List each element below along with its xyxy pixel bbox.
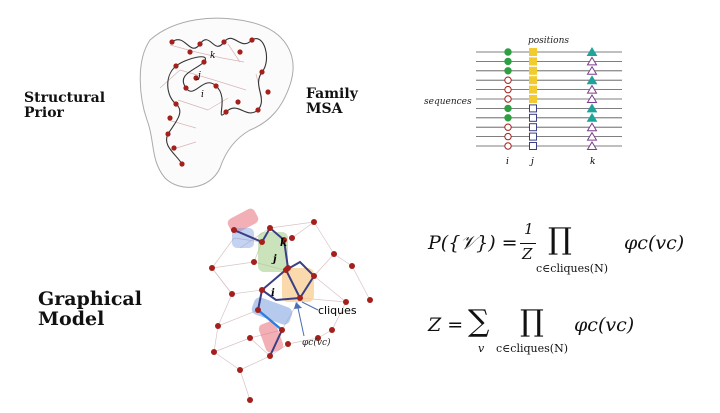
eq2-product: ∏	[520, 304, 544, 339]
msa-j-label: j	[529, 157, 534, 167]
eq2-sum: ∑	[468, 304, 490, 339]
msa-square-symbol	[529, 66, 537, 75]
msa-triangle-symbol	[586, 75, 598, 85]
graph-j-label: j	[271, 254, 277, 265]
eq1-rhs: φc(vc)	[624, 232, 685, 254]
msa-triangle-symbol	[586, 56, 598, 66]
msa-circle-symbol	[504, 48, 512, 56]
cliques-label: cliques	[318, 304, 357, 317]
msa-circle-symbol	[504, 142, 512, 150]
eq1-numerator: 1	[524, 220, 534, 238]
graph-residues	[209, 219, 373, 403]
structural-prior-line2: Prior	[24, 104, 64, 121]
msa-square-symbol	[529, 85, 537, 94]
msa-square-symbol	[529, 142, 537, 150]
graphical-model-label: Graphical Model	[38, 288, 142, 330]
clique-green	[258, 232, 288, 272]
equation-1: P({𝒱}) = 1 Z ∏ c∈cliques(N) φc(vc)	[424, 218, 714, 278]
msa-triangle-symbol	[586, 47, 598, 56]
msa-k-label: k	[590, 157, 595, 167]
positions-label: positions	[528, 36, 570, 46]
msa-square-symbol	[529, 95, 537, 103]
msa-triangle-symbol	[586, 122, 598, 132]
msa-circle-symbol	[504, 95, 512, 103]
family-msa-line1: Family	[306, 86, 358, 102]
phi-label: φc(vc)	[302, 337, 331, 348]
clique-red-bottom	[258, 321, 284, 353]
msa-circle-symbol	[504, 85, 512, 94]
family-msa-line2: MSA	[306, 100, 343, 117]
msa-square-symbol	[529, 104, 537, 113]
eq1-fraction-bar	[520, 243, 536, 244]
equation-2: Z = ∑ v ∏ c∈cliques(N) φc(vc)	[424, 300, 714, 360]
msa-triangle-symbol	[586, 65, 598, 75]
msa-square-symbol	[529, 48, 537, 56]
prior-residues	[165, 37, 271, 167]
msa-triangle-symbol	[586, 94, 598, 103]
msa-circle-symbol	[504, 67, 512, 75]
msa-circle-symbol	[504, 114, 512, 122]
clique-blue-top	[232, 228, 254, 248]
msa-triangle-symbol	[586, 112, 598, 122]
msa-square-symbol	[529, 57, 537, 66]
msa-triangle-symbol	[586, 84, 598, 94]
prior-i-label: i	[201, 90, 204, 100]
eq1-denominator: Z	[522, 245, 533, 263]
msa-square-symbol	[529, 76, 537, 85]
graphical-model-line2: Model	[38, 307, 105, 330]
clique-red-top	[227, 208, 259, 234]
structural-prior-label: Structural Prior	[24, 91, 105, 120]
eq1-product-sub: c∈cliques(N)	[536, 262, 608, 275]
msa-circle-symbol	[504, 132, 512, 141]
graph-k-label: k	[280, 238, 287, 249]
eq1-product: ∏	[548, 222, 572, 257]
graph-i-label: i	[271, 288, 275, 299]
prior-j-label: j	[196, 71, 201, 81]
eq2-product-sub: c∈cliques(N)	[496, 342, 568, 355]
msa-circle-symbol	[504, 104, 512, 113]
msa-square-symbol	[529, 113, 537, 122]
structural-prior-line1: Structural	[24, 90, 106, 106]
msa-circle-symbol	[504, 123, 512, 131]
eq2-rhs: φc(vc)	[574, 314, 635, 336]
clique-blue-bottom	[251, 297, 293, 325]
msa-circle-symbol	[504, 57, 512, 66]
msa-square-symbol	[529, 123, 537, 132]
eq2-lhs: Z =	[428, 314, 464, 336]
msa-i-label: i	[506, 157, 509, 167]
family-msa-label: Family MSA	[306, 87, 358, 116]
sequences-label: sequences	[424, 97, 472, 107]
graphical-model-line1: Graphical	[38, 288, 142, 310]
msa-triangle-symbol	[586, 141, 598, 150]
prior-k-label: k	[210, 51, 215, 61]
msa-triangle-symbol	[586, 103, 598, 113]
msa-circle-symbol	[504, 76, 512, 84]
eq2-sum-sub: v	[478, 342, 485, 355]
msa-triangle-symbol	[586, 131, 598, 141]
msa-square-symbol	[529, 132, 537, 141]
eq1-lhs: P({𝒱}) =	[428, 232, 518, 254]
